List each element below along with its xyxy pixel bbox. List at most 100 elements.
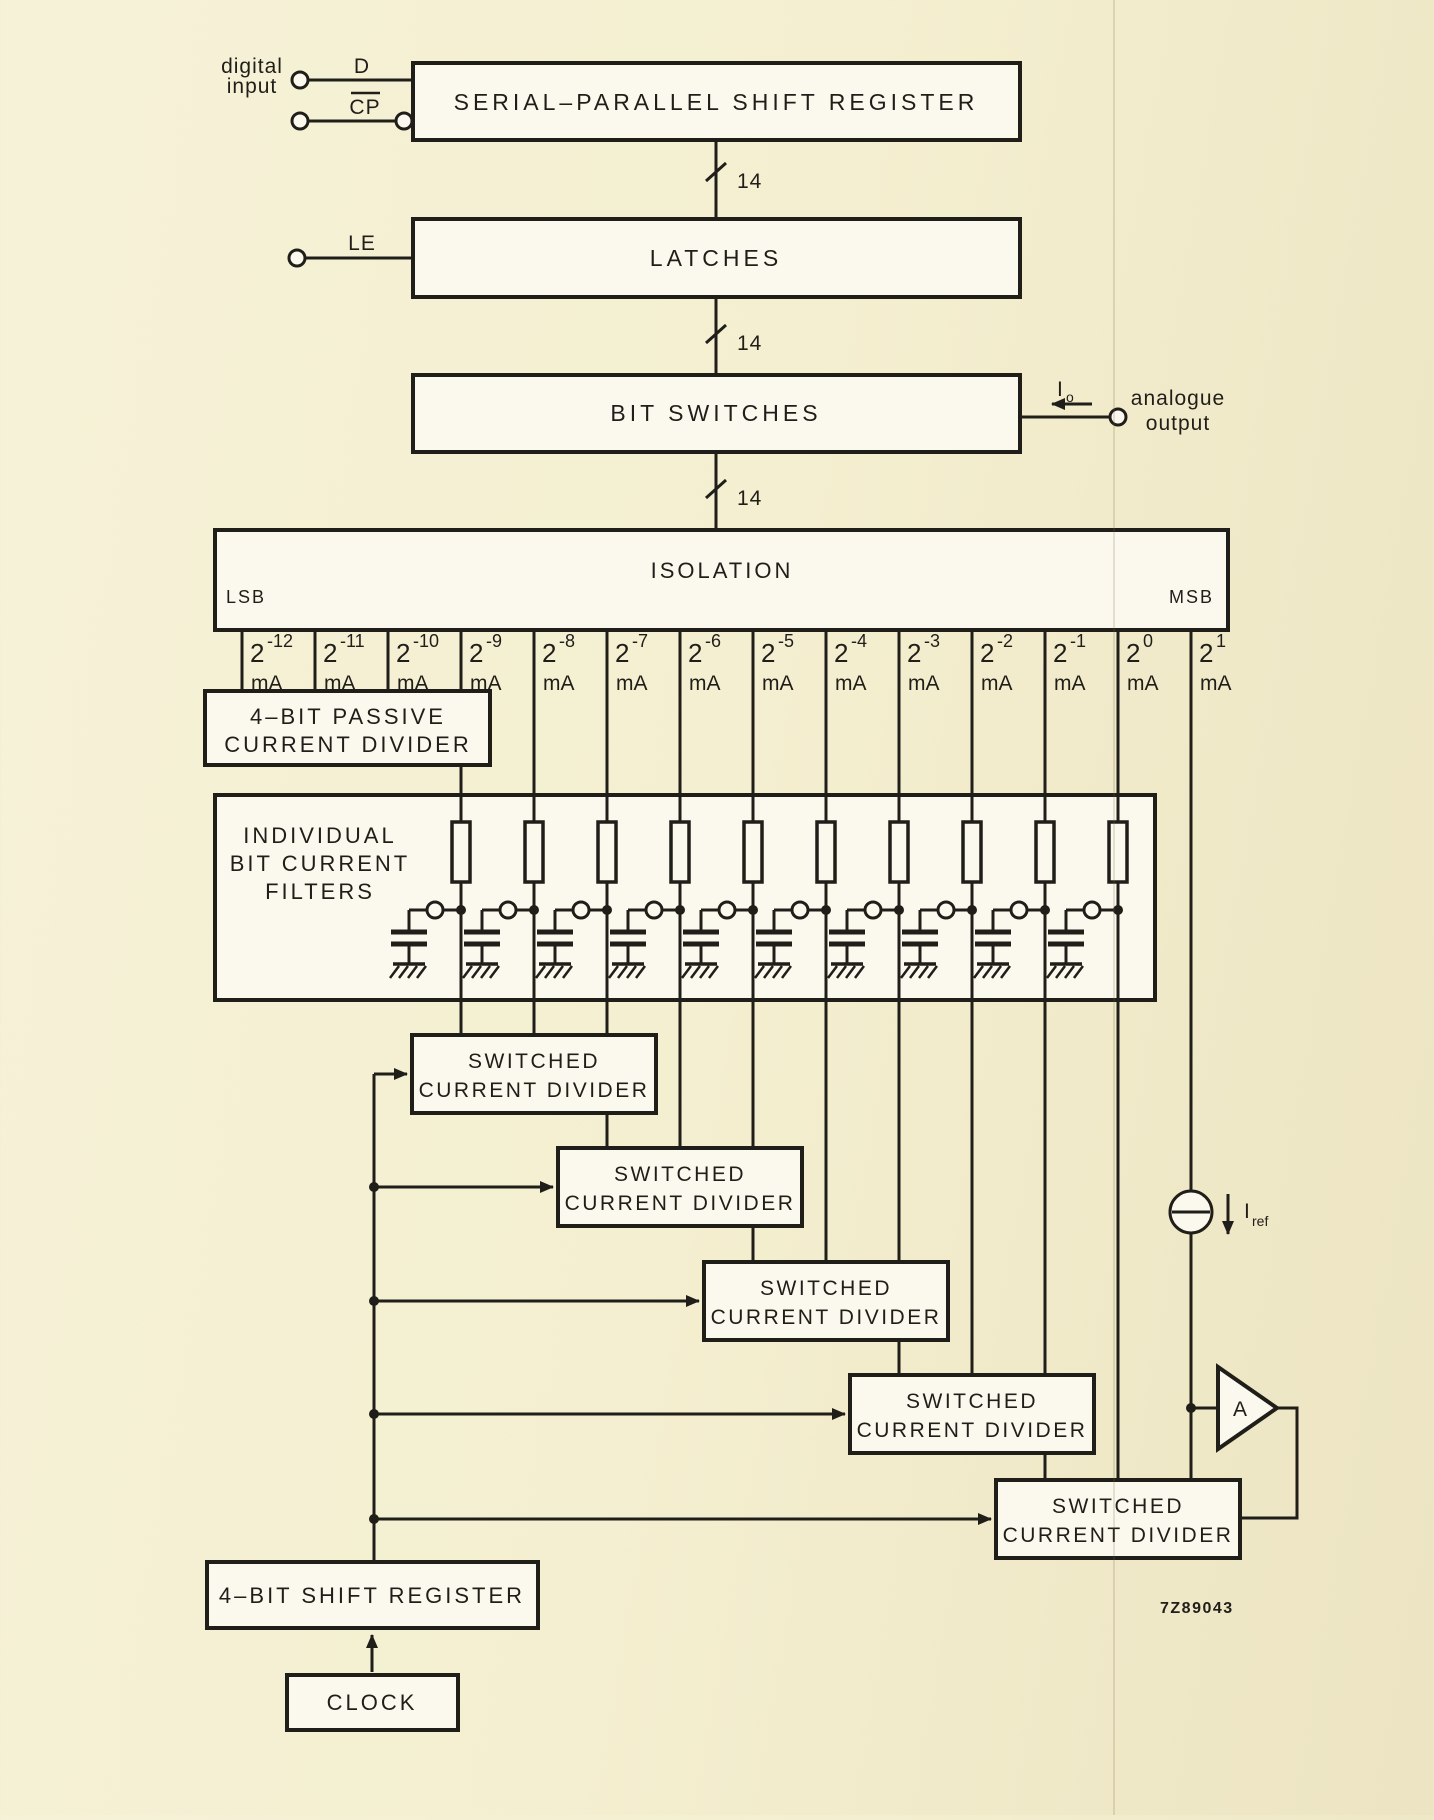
- switched-current-divider-box-1: [410, 1033, 658, 1115]
- cp-inversion-bubble: [394, 111, 414, 131]
- control-rail: [366, 1068, 992, 1672]
- switched-current-divider-box-2: [556, 1146, 804, 1228]
- clock-box: [285, 1673, 460, 1732]
- bit-exp: 0: [1143, 631, 1153, 651]
- analogue-output-label-line1: analogue: [1131, 387, 1225, 410]
- passive-current-divider-box: [203, 689, 492, 767]
- bit-base: 2: [1199, 638, 1213, 668]
- divider-chain-links: [605, 1113, 1047, 1480]
- bit-base: 2: [615, 638, 629, 668]
- bit-base: 2: [1126, 638, 1140, 668]
- scd5-label-line1: SWITCHED: [1052, 1495, 1184, 1518]
- analogue-output-terminal: [1108, 407, 1128, 427]
- four-bit-shift-register-label: 4–BIT SHIFT REGISTER: [219, 1583, 525, 1608]
- bit-base: 2: [469, 638, 483, 668]
- clock-label: CLOCK: [327, 1690, 418, 1715]
- iref-label: I: [1244, 1200, 1251, 1223]
- four-bit-shift-register-box: [205, 1560, 540, 1630]
- bus-width-label-1: 14: [737, 170, 762, 193]
- iref-label-sub: ref: [1252, 1213, 1268, 1229]
- bus-slash: [704, 478, 728, 500]
- scd3-label-line1: SWITCHED: [760, 1277, 892, 1300]
- bit-exp: -11: [340, 631, 365, 651]
- bit-unit: mA: [470, 672, 502, 695]
- scd4-label-line1: SWITCHED: [906, 1390, 1038, 1413]
- amplifier: [1216, 1363, 1281, 1453]
- bit-exp: -7: [632, 631, 648, 651]
- serial-parallel-shift-register-box: [411, 61, 1022, 142]
- bus-serial-to-latches: [704, 140, 728, 219]
- rail-junction-dot: [369, 1296, 379, 1306]
- bit-unit: mA: [1200, 672, 1232, 695]
- bit-unit: mA: [543, 672, 575, 695]
- digital-input-label-line1: digital: [221, 55, 283, 78]
- latches-box: [411, 217, 1022, 299]
- bit-exp: -2: [997, 631, 1013, 651]
- bit-exp: -12: [267, 631, 293, 651]
- bit-base: 2: [323, 638, 337, 668]
- bit-exp: -6: [705, 631, 721, 651]
- switched-current-divider-box-4: [848, 1373, 1096, 1455]
- bus-width-label-2: 14: [737, 332, 762, 355]
- bit-base: 2: [250, 638, 264, 668]
- bit-exp: -1: [1070, 631, 1086, 651]
- bit-exp: -9: [486, 631, 502, 651]
- rail-junction-dot: [369, 1409, 379, 1419]
- bus-width-label-3: 14: [737, 487, 762, 510]
- bit-exp: -10: [413, 631, 439, 651]
- bit-unit: mA: [762, 672, 794, 695]
- amplifier-label: A: [1233, 1398, 1248, 1421]
- bus-latches-to-bitswitches: [704, 297, 728, 375]
- bit-exp: -4: [851, 631, 867, 651]
- scd2-label-line1: SWITCHED: [614, 1163, 746, 1186]
- rail-junction-dot: [369, 1182, 379, 1192]
- le-label: LE: [348, 232, 376, 255]
- bit-exp: 1: [1216, 631, 1226, 651]
- amp-feedback-wire: [1240, 1406, 1299, 1520]
- bit-unit: mA: [981, 672, 1013, 695]
- cp-label: CP: [349, 96, 380, 119]
- le-terminal: [287, 248, 307, 268]
- msb-label: MSB: [1169, 587, 1214, 607]
- scd3-label-line2: CURRENT DIVIDER: [711, 1306, 942, 1329]
- bit-base: 2: [834, 638, 848, 668]
- figure-code: 7Z89043: [1160, 1600, 1234, 1617]
- isolation-box: [213, 528, 1230, 632]
- analogue-output-group: [1020, 398, 1128, 427]
- scd4-label-line2: CURRENT DIVIDER: [857, 1419, 1088, 1442]
- latches-label: LATCHES: [650, 245, 782, 271]
- isolation-label: ISOLATION: [651, 558, 794, 583]
- bit-current-lines: [240, 630, 1193, 1480]
- bit-unit: mA: [1054, 672, 1086, 695]
- filters-label-line2: BIT CURRENT: [230, 851, 411, 876]
- bit-unit: mA: [616, 672, 648, 695]
- bit-unit: mA: [1127, 672, 1159, 695]
- io-label: I: [1057, 378, 1064, 401]
- bit-unit: mA: [397, 672, 429, 695]
- scd5-label-line2: CURRENT DIVIDER: [1003, 1524, 1234, 1547]
- lsb-label: LSB: [226, 587, 266, 607]
- bus-bitswitches-to-isolation: [704, 452, 728, 530]
- bit-unit: mA: [835, 672, 867, 695]
- bit-base: 2: [761, 638, 775, 668]
- reference-section: [1168, 1189, 1299, 1520]
- bit-base: 2: [907, 638, 921, 668]
- passive-divider-label-line1: 4–BIT PASSIVE: [250, 704, 446, 729]
- analogue-output-label-line2: output: [1146, 412, 1210, 435]
- bit-base: 2: [396, 638, 410, 668]
- d-terminal: [290, 70, 310, 90]
- io-label-sub: o: [1066, 389, 1074, 405]
- cp-terminal: [290, 111, 310, 131]
- bus-slash: [704, 161, 728, 183]
- scd1-label-line1: SWITCHED: [468, 1050, 600, 1073]
- bit-exp: -8: [559, 631, 575, 651]
- bit-unit: mA: [324, 672, 356, 695]
- bit-base: 2: [688, 638, 702, 668]
- scd1-label-line2: CURRENT DIVIDER: [419, 1079, 650, 1102]
- rail-junction-dot: [369, 1514, 379, 1524]
- serial-parallel-shift-register-label: SERIAL–PARALLEL SHIFT REGISTER: [454, 89, 979, 115]
- amp-input-junction-dot: [1186, 1403, 1196, 1413]
- filters-label-line3: FILTERS: [265, 879, 375, 904]
- bit-base: 2: [980, 638, 994, 668]
